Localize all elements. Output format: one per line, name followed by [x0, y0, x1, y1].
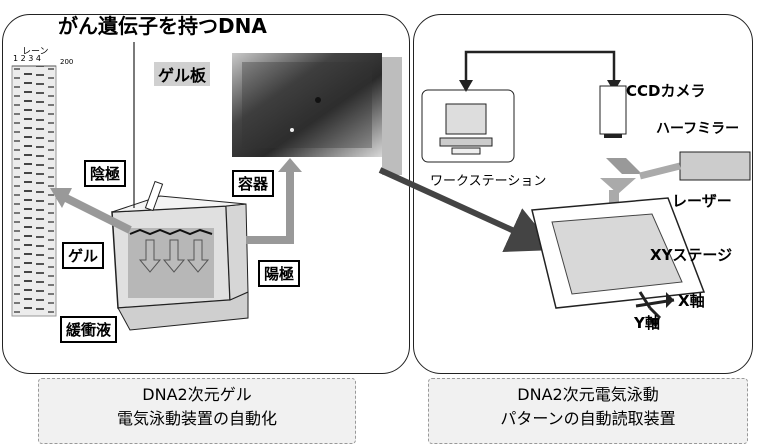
axes-icon [635, 291, 675, 328]
pattern-reader-panel [413, 14, 753, 374]
lane-numbers: 1 2 3 4 [13, 54, 41, 63]
xy-stage-label: XYステージ [650, 246, 733, 264]
laser-icon [679, 151, 751, 181]
right-caption-line1: DNA2次元電気泳動 [517, 385, 659, 404]
container-label: 容器 [232, 170, 275, 197]
anode-label: 陽極 [258, 260, 301, 287]
laser-beam [639, 162, 681, 180]
gel-label: ゲル [62, 242, 105, 269]
half-mirror-icon [600, 158, 642, 194]
gel-plate-edge [382, 57, 402, 175]
left-caption: DNA2次元ゲル 電気泳動装置の自動化 [38, 378, 356, 444]
buffer-label: 緩衝液 [60, 316, 118, 343]
lane-header: レーン [22, 47, 49, 57]
half-mirror-label: ハーフミラー [656, 121, 740, 137]
gel-plate-label: ゲル板 [154, 62, 211, 86]
camera-cable [464, 50, 616, 90]
transfer-arrow [378, 167, 556, 252]
workstation-label: ワークステーション [430, 174, 547, 189]
right-caption: DNA2次元電気泳動 パターンの自動読取装置 [428, 378, 748, 444]
scale-mark: 200 [60, 58, 74, 66]
ccd-camera-label: CCDカメラ [626, 82, 706, 100]
container-arrow [246, 170, 294, 244]
cathode-label: 陰極 [84, 160, 127, 187]
left-caption-line1: DNA2次元ゲル [142, 385, 252, 404]
cathode-arrow [60, 192, 132, 234]
ccd-camera-icon [599, 85, 627, 138]
laser-label: レーザー [672, 192, 732, 210]
x-axis-label: X軸 [678, 292, 705, 310]
workstation-icon [421, 89, 515, 163]
gel-strip-image [11, 65, 57, 317]
left-caption-line2: 電気泳動装置の自動化 [116, 409, 277, 428]
electrophoresis-tank [111, 180, 249, 331]
gel-plate-image [232, 53, 382, 157]
right-caption-line2: パターンの自動読取装置 [500, 409, 676, 428]
xy-stage [531, 197, 706, 309]
y-axis-label: Y軸 [634, 314, 660, 332]
dna-title-label: がん遺伝子を持つDNA [58, 14, 267, 38]
